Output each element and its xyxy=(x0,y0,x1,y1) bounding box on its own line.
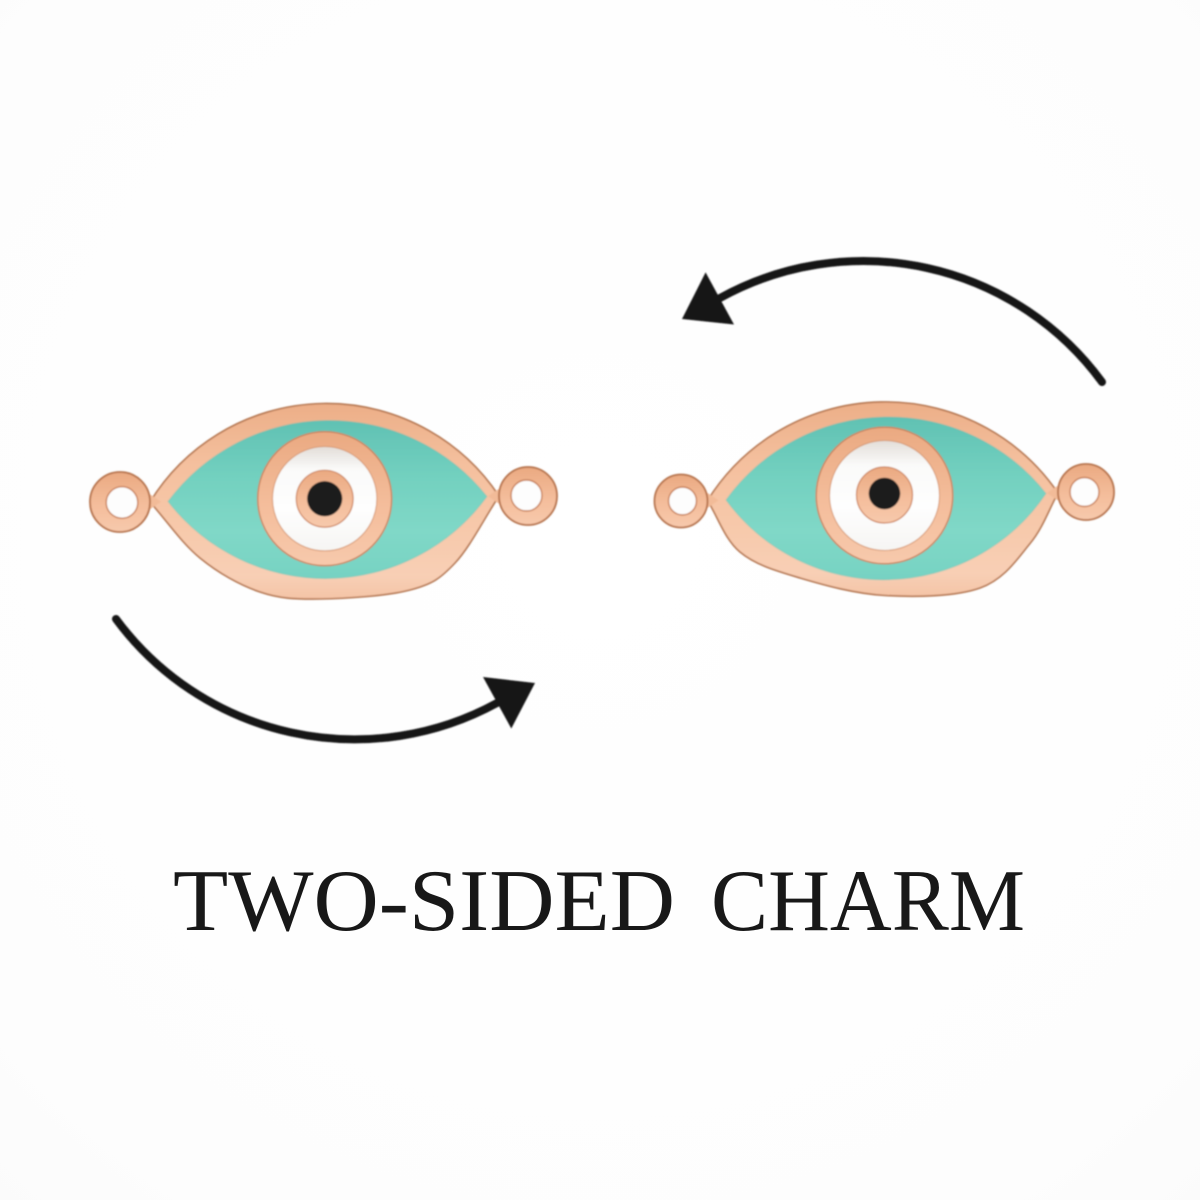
svg-text:TWO-SIDED: TWO-SIDED xyxy=(173,853,675,950)
svg-text:CHARM: CHARM xyxy=(711,853,1025,950)
